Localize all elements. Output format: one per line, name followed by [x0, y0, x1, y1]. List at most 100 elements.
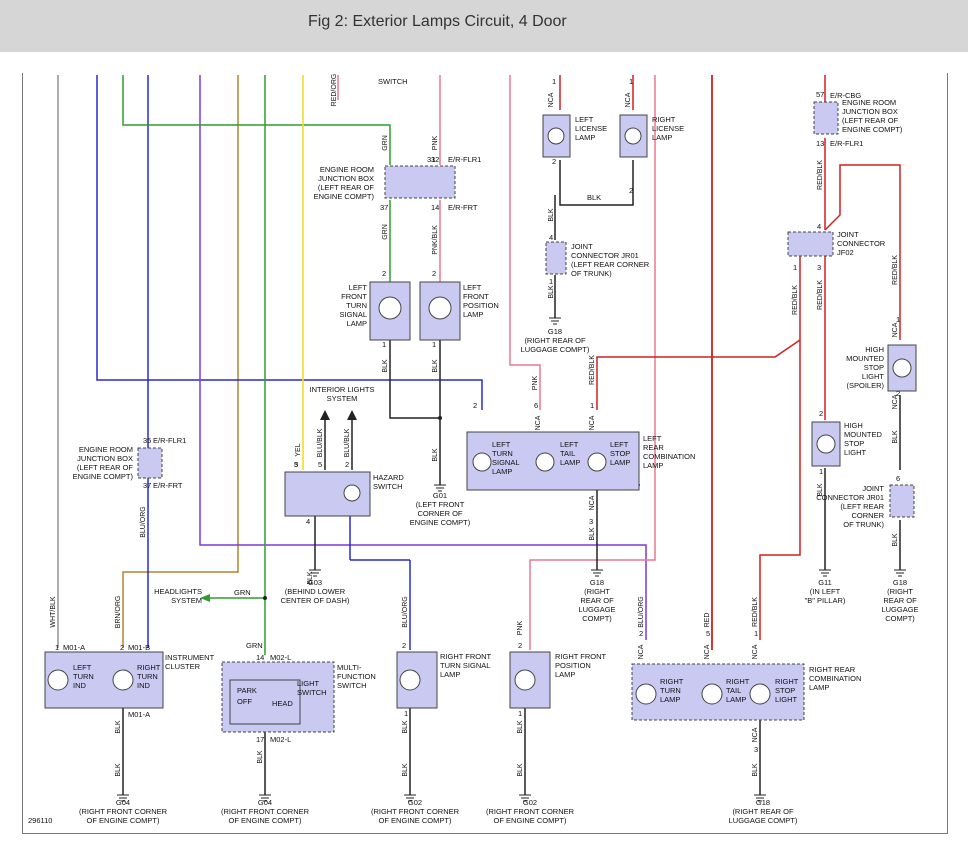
pin-number: 57 — [816, 90, 824, 99]
wire-label-brn-org: BRN/ORG — [115, 596, 122, 629]
left-license-bulb — [547, 127, 565, 145]
label-off: OFF — [237, 697, 252, 706]
pin-number: 1 — [549, 277, 553, 286]
label-m02l-top: M02-L — [270, 653, 291, 662]
wire-label-blk-c1: BLK — [115, 720, 122, 734]
label-figure-code: 296110 — [28, 816, 52, 825]
pin-number: 2 — [382, 269, 386, 278]
label-er-flr1-left: E/R-FLR1 — [153, 436, 186, 445]
wire-label-pnk-1: PNK — [432, 135, 439, 150]
pin-number: 37 — [143, 481, 151, 490]
pin-number: 1 — [55, 643, 59, 652]
wire-label-blk-g01: BLK — [432, 448, 439, 462]
wire-label-nca-rr4: NCA — [752, 727, 759, 742]
wire-red-blk-hmsl-spoiler — [824, 164, 901, 340]
figure-header: Fig 2: Exterior Lamps Circuit, 4 Door — [0, 0, 968, 52]
pin-number: 2 — [552, 157, 556, 166]
pin-number: 6 — [534, 401, 538, 410]
pin-number: 2 — [120, 643, 124, 652]
wire-label-nca-rr1: NCA — [638, 644, 645, 659]
wire-label-nca-lr2: NCA — [589, 415, 596, 430]
wire-label-grn-1: GRN — [382, 135, 389, 151]
pin-number: 4 — [549, 233, 553, 242]
wire-label-pnk-rf: PNK — [517, 620, 524, 635]
pin-number: 6 — [896, 474, 900, 483]
wire-red-blk-rr — [759, 255, 801, 640]
wire-label-blu-blk-1: BLU/BLK — [317, 428, 324, 457]
wire-label-nca-hm1: NCA — [892, 322, 899, 337]
figure-title: Fig 2: Exterior Lamps Circuit, 4 Door — [308, 13, 567, 30]
wire-label-blk-rr: BLK — [752, 763, 759, 777]
wire-label-red-org: RED/ORG — [331, 74, 338, 107]
wire-label-pnk-blk: PNK/BLK — [432, 225, 439, 255]
pin-number: 5 — [318, 460, 322, 469]
wire-label-blk-jr2b: BLK — [892, 533, 899, 547]
wire-green-top — [122, 75, 391, 165]
wire-label-blu-org-rr: BLU/ORG — [638, 596, 645, 628]
arrow-interior-2 — [347, 410, 357, 420]
wire-label-grn-2: GRN — [382, 224, 389, 240]
wire-label-blk-jr: BLK — [548, 208, 555, 222]
label-m02l-bottom: M02-L — [270, 735, 291, 744]
wire-label-blu-org-rf: BLU/ORG — [402, 596, 409, 628]
pin-number: 14 — [256, 653, 264, 662]
wire-label-nca-hm2: NCA — [892, 394, 899, 409]
pin-number: 1 — [590, 401, 594, 410]
pin-number: 2 — [518, 641, 522, 650]
label-er-frt-left: E/R-FRT — [153, 481, 183, 490]
pin-number: 2 — [473, 401, 477, 410]
wire-label-blk-lf2: BLK — [432, 359, 439, 373]
pin-number: 1 — [432, 340, 436, 349]
wire-blue-long — [96, 75, 483, 410]
pin-number: 3 — [589, 517, 593, 526]
pin-number: 4 — [817, 222, 821, 231]
arrow-headlights — [200, 594, 210, 602]
wire-label-nca-ll: NCA — [548, 92, 555, 107]
pin-number: 2 — [896, 389, 900, 398]
wire-label-red-blk-3: RED/BLK — [817, 280, 824, 310]
pin-number: 17 — [256, 735, 264, 744]
joint-connector-jr01-b — [889, 484, 915, 518]
wire-label-red-blk-1: RED/BLK — [817, 160, 824, 190]
pin-number: 1 — [382, 340, 386, 349]
wire-label-nca-lrb: NCA — [589, 495, 596, 510]
label-park: PARK — [237, 686, 257, 695]
pin-number: 1 — [404, 709, 408, 718]
label-m01a: M01-A — [63, 643, 85, 652]
pin-number: 31 — [427, 155, 435, 164]
wire-label-blk-license: BLK — [587, 193, 601, 202]
wire-label-blu-org-1: BLU/ORG — [140, 506, 147, 538]
wire-label-red-blk-2: RED/BLK — [792, 285, 799, 315]
pin-number: 1 — [629, 77, 633, 86]
wire-label-pnk-lr: PNK — [532, 375, 539, 390]
label-m01b: M01-B — [128, 643, 150, 652]
junction-box-center — [384, 165, 456, 199]
